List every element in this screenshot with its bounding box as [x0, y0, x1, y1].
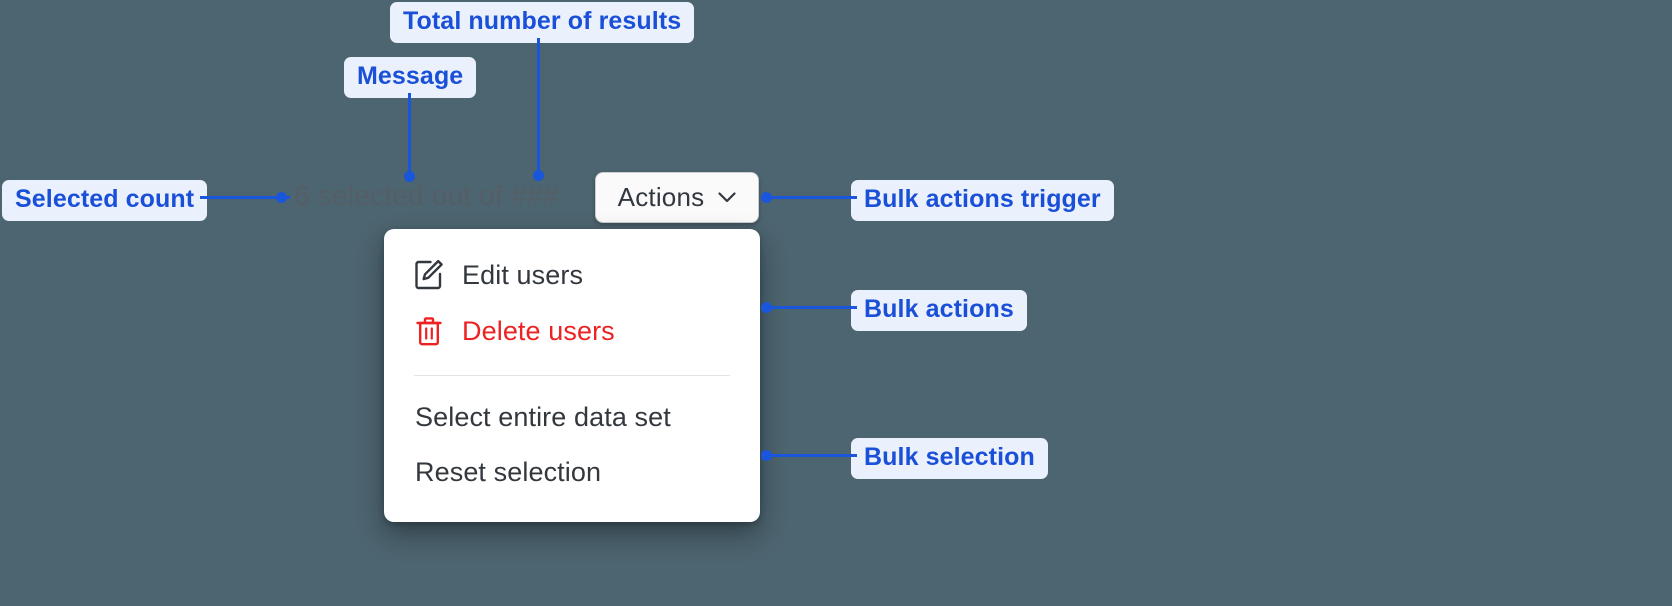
actions-button-label: Actions — [617, 182, 705, 212]
annotation-leader-bulk-actions — [765, 306, 857, 309]
annotation-dot-bulk-selection — [761, 450, 772, 461]
annotation-dot-bulk-actions — [761, 302, 772, 313]
selection-message: 6 selected out of ### — [294, 180, 559, 211]
annotation-leader-selected-count — [200, 196, 290, 199]
menu-item-reset-selection[interactable]: Reset selection — [384, 445, 760, 500]
annotation-selected-count: Selected count — [2, 180, 208, 221]
annotation-leader-total-results — [537, 38, 540, 175]
trash-icon — [414, 315, 444, 347]
menu-divider — [414, 375, 730, 376]
annotation-leader-bulk-selection — [765, 454, 857, 457]
menu-item-label: Edit users — [462, 259, 584, 290]
annotation-dot-selected-count — [276, 192, 287, 203]
menu-item-delete-users[interactable]: Delete users — [384, 303, 760, 359]
annotation-message: Message — [344, 57, 477, 98]
edit-pencil-square-icon — [414, 259, 444, 291]
annotation-leader-bulk-actions-trigger — [765, 196, 857, 199]
menu-item-label: Reset selection — [415, 457, 602, 487]
annotation-dot-message — [404, 171, 415, 182]
bulk-actions-dropdown-menu: Edit users Delete users Select entire da… — [384, 229, 760, 522]
annotation-bulk-selection: Bulk selection — [851, 438, 1048, 479]
menu-item-label: Select entire data set — [415, 402, 671, 432]
annotation-dot-total-results — [533, 170, 544, 181]
annotation-dot-bulk-actions-trigger — [761, 192, 772, 203]
annotation-bulk-actions-trigger: Bulk actions trigger — [851, 180, 1114, 221]
menu-item-label: Delete users — [462, 315, 615, 346]
bulk-actions-trigger-button[interactable]: Actions — [595, 172, 759, 223]
annotation-leader-message — [408, 93, 411, 176]
menu-item-edit-users[interactable]: Edit users — [384, 247, 760, 303]
annotation-total-number-of-results: Total number of results — [390, 2, 695, 43]
chevron-down-icon — [718, 192, 736, 203]
menu-item-select-entire-data-set[interactable]: Select entire data set — [384, 390, 760, 445]
annotation-bulk-actions: Bulk actions — [851, 290, 1027, 331]
